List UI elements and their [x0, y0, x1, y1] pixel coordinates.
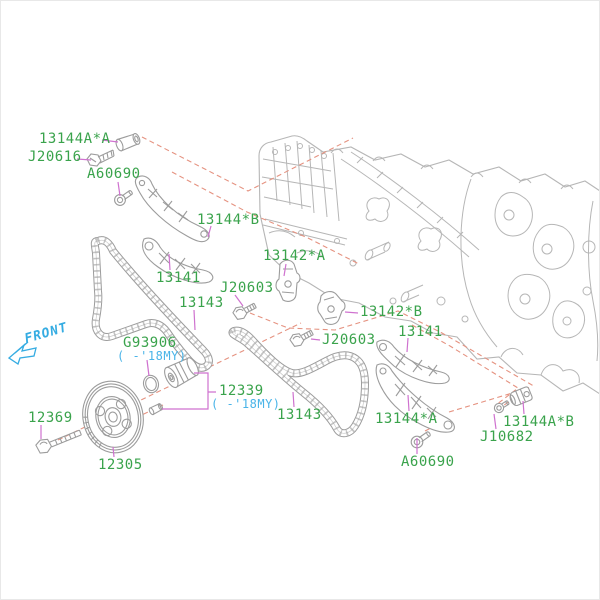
- part-crank-pulley-12305: [82, 380, 144, 454]
- part-label-13142B: 13142*B: [360, 304, 423, 320]
- part-label-j20603-right: J20603: [322, 332, 376, 348]
- note-g93906-model-year: ( -'18MY): [117, 349, 187, 363]
- part-chain-guide-13144B: [134, 175, 210, 243]
- part-label-j20603-left: J20603: [220, 280, 274, 296]
- part-label-13141-right: 13141: [398, 324, 443, 340]
- part-label-a60690-right: A60690: [401, 454, 455, 470]
- engine-block-art: [258, 135, 599, 395]
- part-label-13143-left: 13143: [179, 295, 224, 311]
- part-label-13143-right: 13143: [277, 407, 322, 423]
- part-tensioner-12339: [164, 357, 199, 389]
- part-label-12369: 12369: [28, 410, 73, 426]
- part-chain-lever-13141-right: [376, 339, 450, 385]
- front-direction-marker: FRONT: [7, 320, 70, 366]
- part-label-13144B: 13144*B: [197, 212, 260, 228]
- part-label-13144A-bottom: 13144*A: [375, 411, 438, 427]
- part-plug-13144AA-top: [115, 133, 141, 152]
- callout-leader-lines: [40, 139, 525, 458]
- part-chain-guide-13144A: [375, 363, 455, 433]
- part-label-g93906: G93906: [123, 335, 177, 351]
- part-bolt-j20616: [86, 149, 115, 167]
- part-oring-g93906: [142, 374, 160, 394]
- part-label-13141-left: 13141: [156, 270, 201, 286]
- part-label-12305: 12305: [98, 457, 143, 473]
- part-chain-lever-13141-left: [142, 237, 214, 284]
- part-label-13144AB-bottom: 13144A*B: [503, 414, 575, 430]
- part-dowel-pin: [148, 403, 164, 416]
- part-label-13142A: 13142*A: [263, 248, 326, 264]
- part-bolt-12369: [35, 429, 82, 454]
- front-arrow-icon: [7, 341, 37, 366]
- front-label: FRONT: [23, 320, 70, 347]
- part-label-13144AA-top: 13144A*A: [39, 131, 111, 147]
- part-label-j10682: J10682: [480, 429, 534, 445]
- part-label-a60690-left: A60690: [87, 166, 141, 182]
- part-bolt-a60690-left: [114, 190, 133, 206]
- part-label-j20616: J20616: [28, 149, 82, 165]
- part-bracket-13142A: [275, 259, 301, 302]
- part-plug-j10682: [493, 400, 510, 414]
- part-label-12339: 12339: [219, 383, 264, 399]
- part-bracket-13142B: [317, 291, 346, 325]
- part-bolt-j20603-left: [232, 302, 257, 320]
- part-timing-chain-13143-left: [90, 236, 213, 372]
- part-bolt-j20603-right: [289, 329, 314, 347]
- part-timing-chain-13143-right: [228, 326, 370, 438]
- part-cap-13144AB-bottom: [509, 386, 533, 407]
- note-12339-model-year: ( -'18MY): [211, 397, 281, 411]
- part-bolt-a60690-right: [410, 431, 431, 449]
